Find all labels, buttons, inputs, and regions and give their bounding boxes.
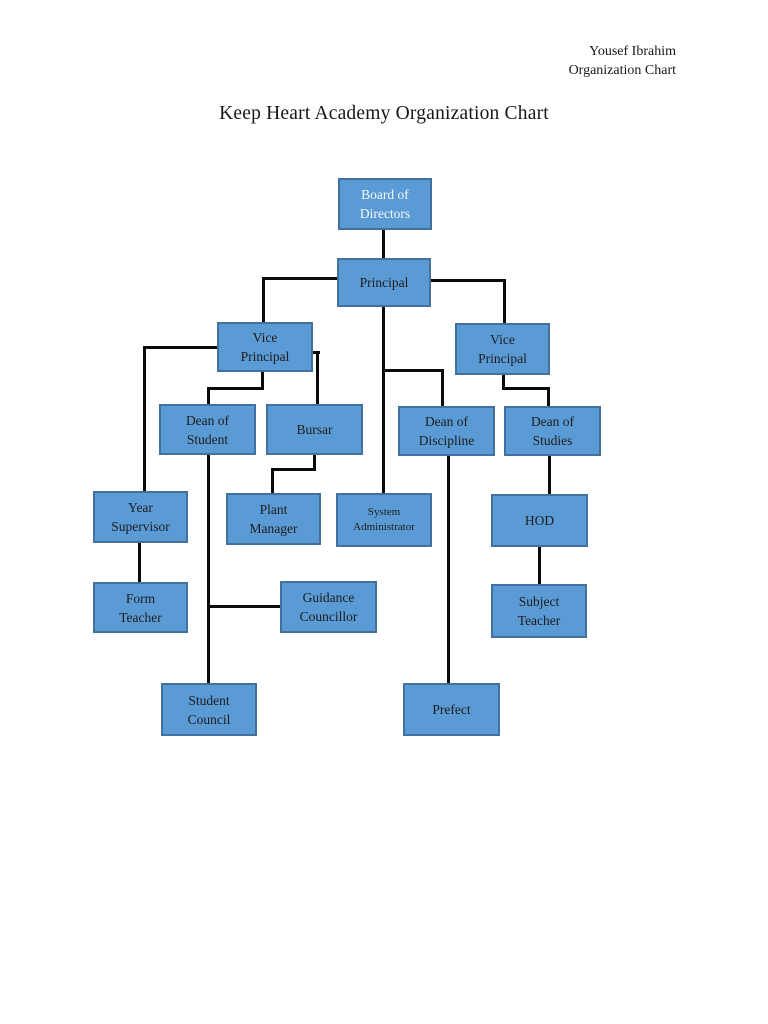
org-node-label-line: Subject bbox=[518, 594, 560, 609]
org-node-label: HOD bbox=[525, 511, 554, 530]
org-node-principal: Principal bbox=[337, 258, 431, 307]
org-node-label-line: Student bbox=[186, 431, 229, 447]
connector-segment bbox=[207, 387, 210, 405]
org-node-label-line: Dean of bbox=[185, 412, 230, 428]
connector-segment bbox=[382, 229, 385, 259]
org-node-dean-of-student: Dean of Student bbox=[159, 404, 256, 455]
org-node-label: Bursar bbox=[297, 420, 333, 439]
org-node-label-line: Dean of bbox=[424, 414, 469, 429]
connector-segment bbox=[271, 468, 274, 494]
org-node-label-line: Teacher bbox=[517, 613, 561, 628]
org-node-label-line: Studies bbox=[532, 433, 573, 448]
connector-segment bbox=[261, 371, 264, 390]
connector-segment bbox=[313, 454, 316, 471]
org-node-dean-of-discipline: Dean of Discipline bbox=[398, 406, 495, 456]
org-node-label-line: Dean of bbox=[530, 414, 575, 429]
org-node-dean-of-studies: Dean of Studies bbox=[504, 406, 601, 456]
connector-segment bbox=[382, 369, 444, 372]
org-node-label: Dean of Discipline bbox=[419, 412, 475, 450]
org-node-label-line: Supervisor bbox=[111, 519, 170, 534]
connector-segment bbox=[503, 279, 506, 324]
org-node-label-line: Discipline bbox=[418, 433, 475, 448]
connector-segment bbox=[548, 455, 551, 495]
org-node-label: Dean of Studies bbox=[531, 412, 574, 450]
org-node-label-line: Administrator bbox=[353, 521, 415, 533]
connector-segment bbox=[502, 374, 505, 390]
org-node-prefect: Prefect bbox=[403, 683, 500, 736]
page-title: Keep Heart Academy Organization Chart bbox=[219, 103, 549, 124]
org-node-label-line: Principal bbox=[478, 351, 527, 366]
org-node-label-line: Principal bbox=[359, 275, 409, 290]
connector-segment bbox=[538, 546, 541, 585]
org-node-label-line: Teacher bbox=[119, 609, 162, 625]
org-node-label-line: Councillor bbox=[299, 609, 358, 624]
connector-segment bbox=[207, 605, 281, 608]
org-node-label-line: Form bbox=[125, 590, 156, 606]
page-header: Yousef Ibrahim Organization Chart bbox=[569, 42, 676, 80]
org-node-label-line: Year bbox=[128, 500, 153, 515]
org-node-board-of-directors: Board of Directors bbox=[338, 178, 432, 230]
org-node-label-line: Vice bbox=[490, 332, 515, 347]
org-node-label-line: Board of bbox=[361, 187, 409, 202]
connector-segment bbox=[143, 346, 219, 349]
connector-segment bbox=[382, 306, 385, 494]
connector-segment bbox=[430, 279, 506, 282]
connector-segment bbox=[441, 369, 444, 407]
org-node-label-line: Directors bbox=[359, 206, 411, 221]
org-node-label-line: Prefect bbox=[432, 702, 471, 717]
connector-segment bbox=[138, 542, 141, 583]
org-node-hod: HOD bbox=[491, 494, 588, 547]
connector-segment bbox=[262, 277, 265, 323]
connector-segment bbox=[316, 351, 319, 405]
org-node-label-line: System bbox=[367, 506, 401, 518]
org-node-bursar: Bursar bbox=[266, 404, 363, 455]
connector-segment bbox=[207, 387, 264, 390]
org-node-label: Dean of Student bbox=[186, 411, 229, 449]
org-node-label-line: Vice bbox=[252, 330, 278, 345]
org-node-label-line: Guidance bbox=[302, 590, 355, 605]
connector-segment bbox=[262, 277, 339, 280]
org-node-label-line: Principal bbox=[240, 349, 290, 364]
connector-segment bbox=[547, 387, 550, 407]
connector-segment bbox=[143, 346, 146, 492]
header-subtitle: Organization Chart bbox=[568, 63, 676, 78]
connector-segment bbox=[502, 387, 550, 390]
header-author: Yousef Ibrahim bbox=[589, 44, 676, 59]
connector-segment bbox=[447, 455, 450, 684]
org-node-label-line: Bursar bbox=[296, 422, 333, 437]
connector-segment bbox=[207, 454, 210, 684]
org-node-label-line: Council bbox=[187, 711, 231, 727]
org-node-label-line: HOD bbox=[524, 513, 555, 528]
connector-segment bbox=[271, 468, 316, 471]
org-node-label: Prefect bbox=[432, 700, 470, 719]
org-node-label: Principal bbox=[360, 273, 409, 292]
org-node-label: Board of Directors bbox=[360, 185, 410, 223]
org-node-label-line: Student bbox=[188, 692, 230, 708]
org-node-label-line: Manager bbox=[249, 521, 298, 536]
org-node-label-line: Plant bbox=[259, 502, 288, 517]
